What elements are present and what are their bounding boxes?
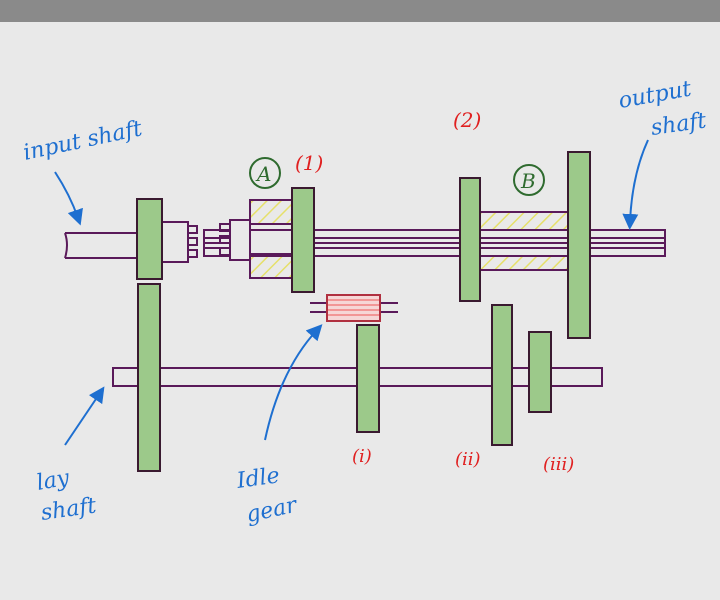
idle-gear (310, 294, 398, 322)
gear-2 (459, 177, 481, 302)
input-shaft (64, 221, 198, 263)
lay-shaft-label-2: shaft (39, 493, 98, 526)
gear-ii-label: (ii) (455, 449, 481, 470)
gear-1 (291, 187, 315, 293)
lay-shaft-label-1: lay (35, 466, 72, 496)
gear-2-label: (2) (453, 108, 481, 132)
gear-iii-label: (iii) (543, 454, 574, 475)
sleeve-a (219, 199, 293, 279)
lay-shaft-arrow (64, 386, 105, 446)
idle-gear-label-1: Idle (234, 463, 281, 494)
gear-ii (491, 304, 513, 446)
sleeve-b-circle (513, 164, 545, 196)
output-shaft-label-2: shaft (649, 108, 708, 141)
input-shaft-arrow (54, 171, 83, 226)
gear-i (356, 324, 380, 433)
gear-1-label: (1) (295, 151, 323, 175)
output-shaft-arrow (622, 139, 649, 230)
idle-gear-label-2: gear (244, 493, 300, 528)
sleeve-b-label: B (520, 169, 536, 193)
input-gear (136, 198, 163, 280)
lay-gear-driven (137, 283, 161, 472)
gear-i-label: (i) (352, 446, 372, 467)
idle-gear-arrow (264, 324, 323, 441)
output-shaft-label-1: output (617, 77, 694, 114)
gear-iii (528, 331, 552, 413)
input-shaft-label: input shaft (21, 116, 145, 166)
sleeve-a-label: A (255, 162, 271, 186)
top-bar (0, 0, 720, 22)
output-gear (567, 151, 591, 339)
sleeve-a-circle (249, 157, 281, 189)
sleeve-b (479, 211, 569, 271)
